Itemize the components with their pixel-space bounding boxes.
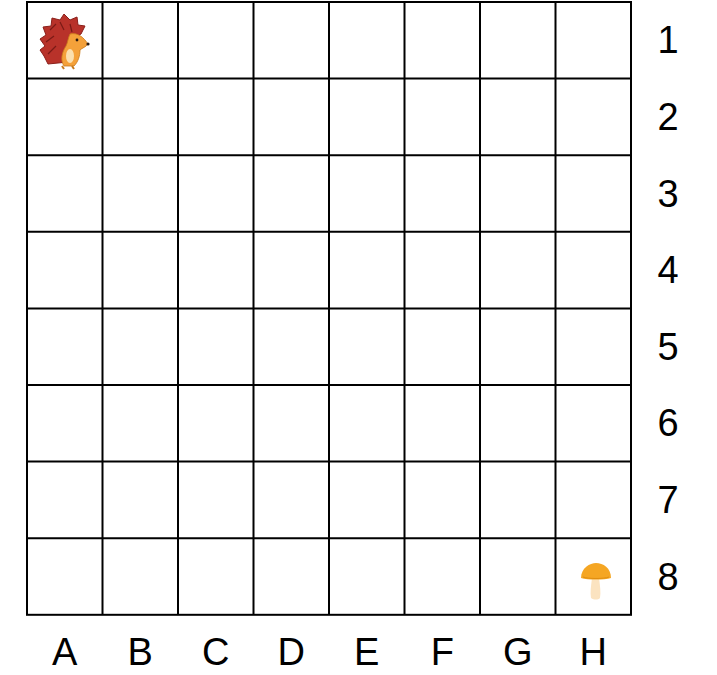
grid-border (27, 2, 631, 615)
grid-lines (27, 2, 631, 615)
grid-line (27, 461, 631, 463)
hedgehog-icon (40, 14, 90, 69)
row-number: 6 (657, 404, 678, 442)
row-number: 1 (657, 21, 678, 59)
column-letter: E (354, 633, 379, 671)
column-letter: A (52, 633, 77, 671)
grid-line (27, 78, 631, 80)
grid-line (27, 537, 631, 539)
row-number: 7 (657, 481, 678, 519)
grid-line (27, 154, 631, 156)
row-number: 8 (657, 558, 678, 596)
column-letter: F (431, 633, 454, 671)
row-number: 3 (657, 175, 678, 213)
mushroom-icon (581, 563, 611, 600)
grid-line (27, 231, 631, 233)
column-letter: D (278, 633, 305, 671)
row-number: 5 (657, 328, 678, 366)
column-letter: H (580, 633, 607, 671)
grid-line (27, 307, 631, 309)
grid-line (27, 384, 631, 386)
column-letter: G (503, 633, 533, 671)
row-number: 2 (657, 98, 678, 136)
row-number: 4 (657, 251, 678, 289)
column-letter: B (128, 633, 153, 671)
column-letter: C (202, 633, 229, 671)
